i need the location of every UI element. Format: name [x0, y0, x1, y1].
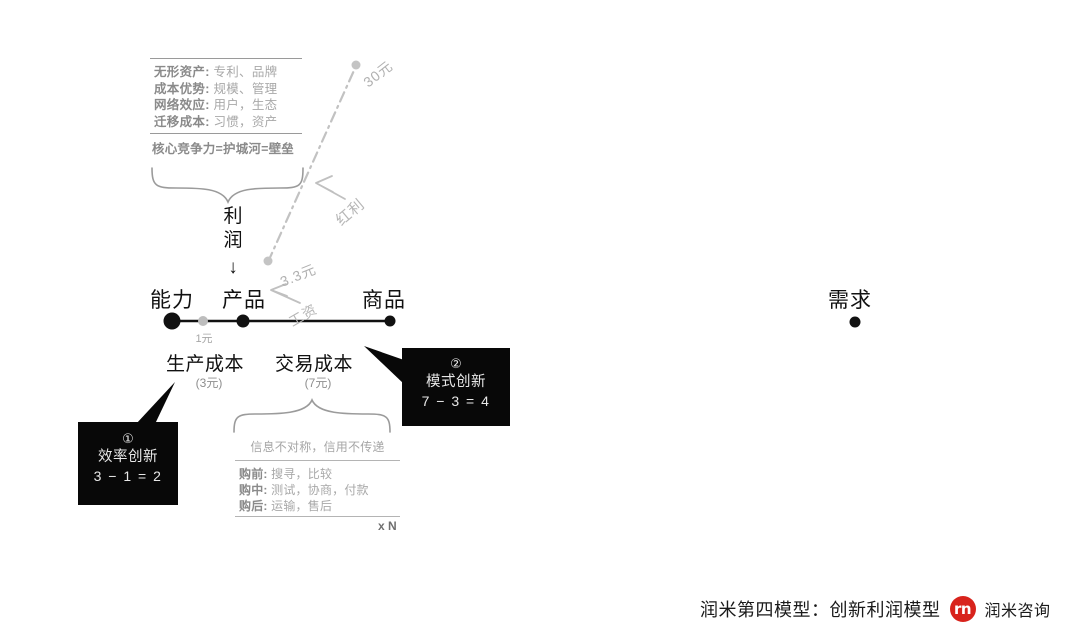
moat-row-key: 迁移成本:	[154, 114, 210, 129]
footer-brand-name: 润米咨询	[984, 603, 1051, 620]
moat-top-rule	[150, 58, 302, 59]
node-dot-product	[236, 314, 250, 328]
transaction-row-value: 运输，售后	[271, 499, 333, 513]
trend-dot-30yuan	[351, 60, 361, 70]
callout-2-equation: 7 − 3 = 4	[421, 393, 491, 409]
moat-bottom-rule	[150, 133, 302, 134]
transaction-detail-panel: 信息不对称，信用不传递 购前: 搜寻，比较 购中: 测试，协商，付款 购后: 运…	[235, 435, 400, 517]
moat-row: 迁移成本: 习惯，资产	[154, 114, 302, 131]
wage-arrow-icon	[270, 283, 301, 304]
transaction-row-value: 测试，协商，付款	[271, 483, 369, 497]
callout-efficiency-innovation: ① 效率创新 3 − 1 = 2	[78, 422, 178, 505]
node-dot-capability	[163, 312, 181, 330]
callout-1-title: 效率创新	[98, 449, 158, 465]
runmi-logo-icon: rn	[949, 596, 976, 622]
node-label-product: 产品	[222, 289, 266, 312]
callout-2-number: ②	[450, 356, 462, 371]
profit-char-2: 润	[223, 230, 243, 251]
transaction-rule-top	[235, 460, 400, 461]
transaction-row-key: 购中:	[239, 483, 268, 497]
callout-1-tail	[136, 382, 175, 424]
moat-core-statement: 核心竞争力=护城河=壁垒	[152, 142, 295, 156]
profit-char-1: 利	[223, 206, 243, 227]
footer: 润米第四模型：创新利润模型 rn 润米咨询	[700, 596, 1051, 622]
node-label-capability: 能力	[150, 289, 194, 312]
axis-marker-1yuan: 1元	[195, 333, 213, 345]
callout-2-tail	[364, 346, 404, 384]
moat-row: 无形资产: 专利、品牌	[154, 64, 302, 81]
node-label-demand: 需求	[828, 289, 872, 312]
production-cost-value: (3元)	[195, 376, 223, 390]
dividend-trend-line	[266, 64, 358, 264]
callout-1-number: ①	[122, 431, 134, 446]
callout-1-equation: 3 − 1 = 2	[93, 468, 163, 484]
moat-row-key: 无形资产:	[154, 65, 210, 79]
production-cost-label: 生产成本	[166, 354, 245, 375]
transaction-row-key: 购前:	[239, 467, 268, 481]
transaction-row: 购中: 测试，协商，付款	[239, 482, 400, 498]
moat-row: 成本优势: 规模、管理	[154, 81, 302, 98]
transaction-brace	[233, 397, 391, 433]
moat-brace	[151, 167, 304, 205]
node-dot-unit-1yuan	[198, 316, 208, 326]
moat-row-value: 用户，生态	[213, 98, 278, 112]
transaction-row: 购后: 运输，售后	[239, 498, 400, 514]
transaction-row-value: 搜寻，比较	[271, 467, 333, 481]
profit-down-arrow-icon: ↓	[228, 257, 238, 278]
transaction-multiplier: x N	[378, 519, 397, 533]
transaction-row: 购前: 搜寻，比较	[239, 466, 400, 482]
transaction-cost-value: (7元)	[304, 376, 332, 390]
moat-row-value: 规模、管理	[213, 81, 278, 96]
moat-row-list: 无形资产: 专利、品牌 成本优势: 规模、管理 网络效应: 用户，生态 迁移成本…	[150, 59, 302, 133]
trend-dot-3-3yuan	[263, 256, 273, 266]
callout-2-title: 模式创新	[426, 374, 486, 390]
moat-row: 网络效应: 用户，生态	[154, 97, 302, 114]
callout-model-innovation: ② 模式创新 7 − 3 = 4	[402, 348, 510, 426]
moat-row-value: 专利、品牌	[213, 65, 278, 79]
transaction-row-key: 购后:	[239, 499, 268, 513]
moat-row-value: 习惯，资产	[213, 114, 278, 129]
node-dot-commodity	[384, 315, 396, 327]
moat-row-key: 成本优势:	[154, 81, 210, 96]
dividend-arrow-icon	[315, 175, 346, 200]
moat-row-key: 网络效应:	[154, 98, 210, 112]
transaction-rule-bottom	[235, 516, 400, 517]
footer-title: 润米第四模型：创新利润模型	[700, 600, 941, 620]
transaction-row-list: 购前: 搜寻，比较 购中: 测试，协商，付款 购后: 运输，售后	[235, 461, 400, 516]
moat-panel: 无形资产: 专利、品牌 成本优势: 规模、管理 网络效应: 用户，生态 迁移成本…	[150, 58, 302, 157]
transaction-headline: 信息不对称，信用不传递	[250, 440, 385, 454]
transaction-cost-label: 交易成本	[275, 354, 354, 375]
node-dot-demand	[849, 316, 861, 328]
profit-label: 利 润	[213, 205, 253, 253]
node-label-commodity: 商品	[362, 289, 406, 312]
